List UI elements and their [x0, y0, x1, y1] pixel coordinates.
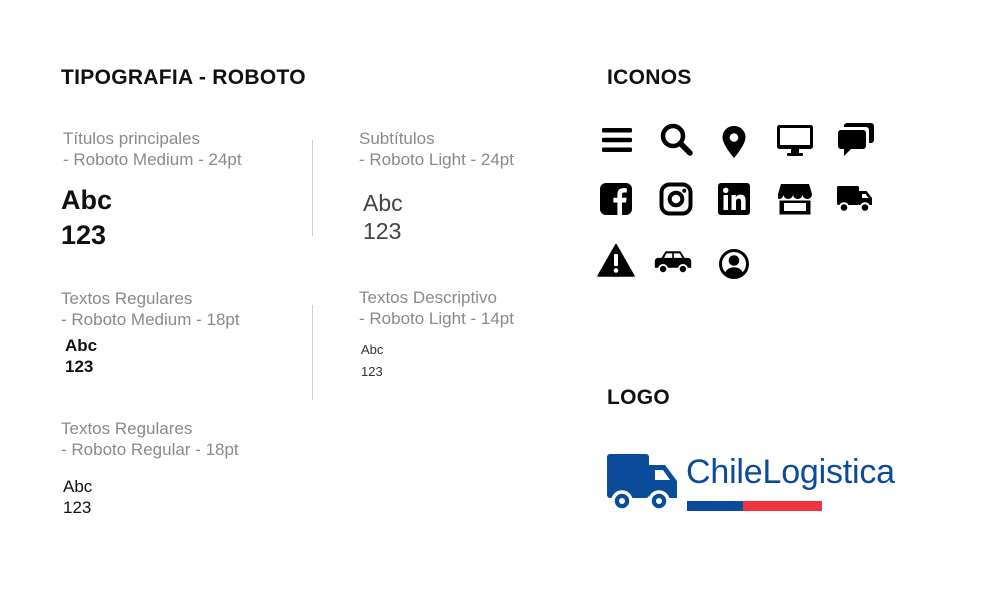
sample-medium-18: Abc 123: [65, 335, 97, 377]
sample-text: Abc: [61, 185, 113, 215]
spec-name: Textos Regulares: [61, 419, 193, 438]
typography-spec-descriptivo: Textos Descriptivo - Roboto Light - 14pt: [359, 287, 514, 329]
sample-regular-18: Abc 123: [63, 476, 92, 518]
sample-number: 123: [65, 357, 94, 376]
spec-name: Textos Descriptivo: [359, 288, 497, 307]
logo-underline-blue: [687, 501, 743, 511]
spec-detail: - Roboto Light - 14pt: [359, 309, 514, 328]
facebook-icon: [597, 180, 635, 218]
warning-icon: [597, 241, 635, 279]
typography-spec-regular-medium: Textos Regulares - Roboto Medium - 18pt: [61, 288, 240, 330]
typography-section-title: TIPOGRAFIA - ROBOTO: [61, 66, 306, 89]
car-icon: [654, 243, 692, 281]
sample-number: 123: [361, 364, 383, 379]
linkedin-icon: [715, 180, 753, 218]
brand-logo: ChileLogistica: [605, 452, 905, 516]
typography-spec-regular-regular: Textos Regulares - Roboto Regular - 18pt: [61, 418, 239, 460]
typography-spec-title-principal: Títulos principales - Roboto Medium - 24…: [63, 128, 242, 170]
brand-name: ChileLogistica: [686, 453, 895, 491]
menu-icon: [598, 121, 636, 159]
chat-icon: [837, 121, 875, 159]
spec-name: Textos Regulares: [61, 289, 193, 308]
sample-medium-24: Abc 123: [61, 183, 112, 253]
sample-number: 123: [61, 220, 107, 250]
desktop-icon: [776, 121, 814, 159]
spec-detail: - Roboto Light - 24pt: [359, 150, 514, 169]
sample-number: 123: [363, 218, 402, 244]
truck-icon: [836, 180, 874, 218]
store-icon: [776, 180, 814, 218]
sample-number: 123: [63, 498, 92, 517]
search-icon: [657, 120, 695, 158]
logo-section-title: LOGO: [607, 386, 671, 409]
divider-vertical: [312, 305, 313, 400]
sample-text: Abc: [65, 336, 98, 355]
spec-name: Subtítulos: [359, 129, 435, 148]
user-circle-icon: [715, 245, 753, 283]
spec-detail: - Roboto Medium - 24pt: [63, 150, 242, 169]
instagram-icon: [657, 180, 695, 218]
typography-spec-subtitulos: Subtítulos - Roboto Light - 24pt: [359, 128, 514, 170]
spec-detail: - Roboto Medium - 18pt: [61, 310, 240, 329]
spec-detail: - Roboto Regular - 18pt: [61, 440, 239, 459]
location-pin-icon: [715, 123, 753, 161]
sample-text: Abc: [63, 477, 93, 496]
divider-vertical: [312, 140, 313, 236]
icons-section-title: ICONOS: [607, 66, 692, 89]
spec-name: Títulos principales: [63, 129, 201, 148]
sample-light-24: Abc 123: [363, 189, 403, 245]
sample-light-14: Abc 123: [361, 339, 383, 383]
truck-logo-icon: [607, 454, 677, 512]
logo-underline-red: [743, 501, 822, 511]
sample-text: Abc: [363, 190, 403, 216]
sample-text: Abc: [361, 342, 384, 357]
